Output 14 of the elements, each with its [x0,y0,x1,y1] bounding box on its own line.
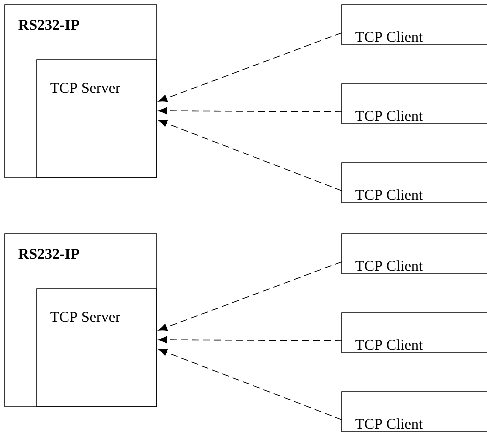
arrow [158,120,342,192]
arrow [158,348,342,420]
client-box: TCP Client [342,312,487,354]
arrow [158,107,342,115]
server-box: TCP Server [36,60,158,178]
arrow [158,32,342,102]
client-box: TCP Client [342,162,487,204]
client-box: TCP Client [342,4,487,46]
client-box: TCP Client [342,84,487,124]
client-box: TCP Client [342,234,487,274]
client-box: TCP Client [342,392,487,432]
arrow [158,262,342,332]
arrow [158,336,342,344]
server-box: TCP Server [36,288,158,408]
